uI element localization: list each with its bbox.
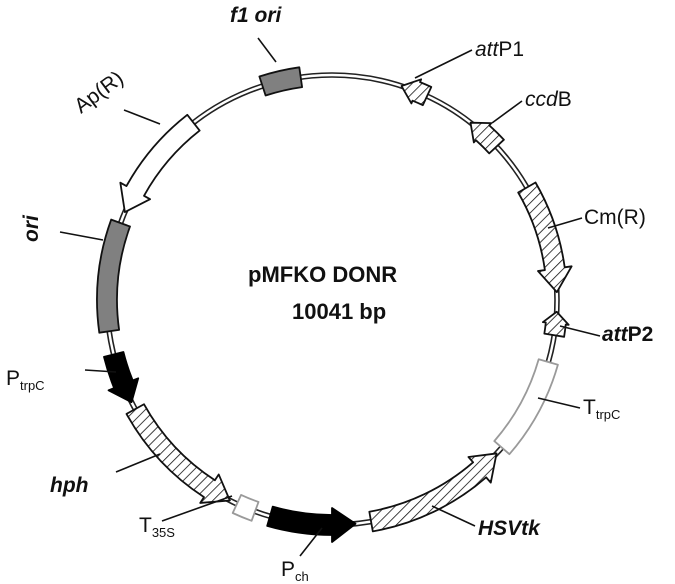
label-f1-ori: f1 ori <box>230 4 283 27</box>
ttrpc-right-box <box>493 358 559 456</box>
label-hsvtk: HSVtk <box>478 517 541 540</box>
label-part: Ap(R) <box>70 67 128 118</box>
pch-arrow <box>266 505 357 543</box>
leader-cmr <box>547 217 583 229</box>
label-part: ch <box>295 569 309 584</box>
leader-lines <box>59 37 601 557</box>
label-part: P2 <box>628 323 654 346</box>
leader-hsvtk <box>431 505 476 527</box>
ccdb-arrow <box>469 121 505 155</box>
hph-arrow <box>125 403 231 504</box>
leader-ccdb <box>491 100 523 124</box>
label-part: f1 ori <box>230 4 283 27</box>
leader-ttrpc-right <box>537 397 581 409</box>
label-attp2: attP2 <box>602 323 653 346</box>
label-ccdb: ccdB <box>525 88 572 111</box>
label-ttrpc-right: TtrpC <box>583 396 620 422</box>
label-part: att <box>602 323 629 346</box>
leader-attp2 <box>559 325 601 337</box>
label-part: P1 <box>498 38 524 61</box>
label-t35s: T35S <box>139 514 175 540</box>
leader-hph <box>115 453 161 473</box>
leader-ptrpc-left <box>84 369 117 373</box>
label-part: att <box>475 38 500 61</box>
attp2-arrow <box>541 310 570 338</box>
leader-f1-ori <box>257 37 277 63</box>
label-part: T <box>139 514 152 537</box>
label-cmr: Cm(R) <box>584 206 646 229</box>
attp1-arrow <box>400 78 433 107</box>
leader-attp1 <box>414 49 473 79</box>
label-part: trpC <box>20 378 45 393</box>
label-part: B <box>558 88 572 111</box>
label-part: HSVtk <box>478 517 541 540</box>
ptrpc-left-arrow <box>103 351 140 404</box>
feature-segments <box>96 66 573 543</box>
label-part: P <box>281 558 295 581</box>
leader-apr <box>123 109 161 125</box>
label-part: hph <box>50 474 88 497</box>
label-part: 35S <box>152 525 175 540</box>
label-attp1: attP1 <box>475 38 524 61</box>
label-apr: Ap(R) <box>70 67 128 118</box>
label-part: P <box>6 367 20 390</box>
leader-pch <box>299 527 323 557</box>
t35s-box <box>231 494 260 522</box>
hsvtk-arrow <box>368 452 498 533</box>
label-part: ccd <box>525 88 559 111</box>
plasmid-size: 10041 bp <box>292 299 386 324</box>
label-part: T <box>583 396 596 419</box>
apr-arrow <box>119 113 201 213</box>
ori-box <box>96 218 131 334</box>
label-ori: ori <box>20 214 43 242</box>
cmr-arrow <box>517 181 573 294</box>
label-ptrpc-left: PtrpC <box>6 367 45 393</box>
label-part: ori <box>20 214 43 242</box>
f1-ori-box <box>258 66 303 97</box>
label-part: Cm(R) <box>584 206 646 229</box>
plasmid-name: pMFKO DONR <box>248 262 397 287</box>
label-part: trpC <box>596 407 621 422</box>
label-pch: Pch <box>281 558 309 584</box>
leader-ori <box>59 231 104 241</box>
label-hph: hph <box>50 474 88 497</box>
leader-t35s <box>161 495 233 522</box>
